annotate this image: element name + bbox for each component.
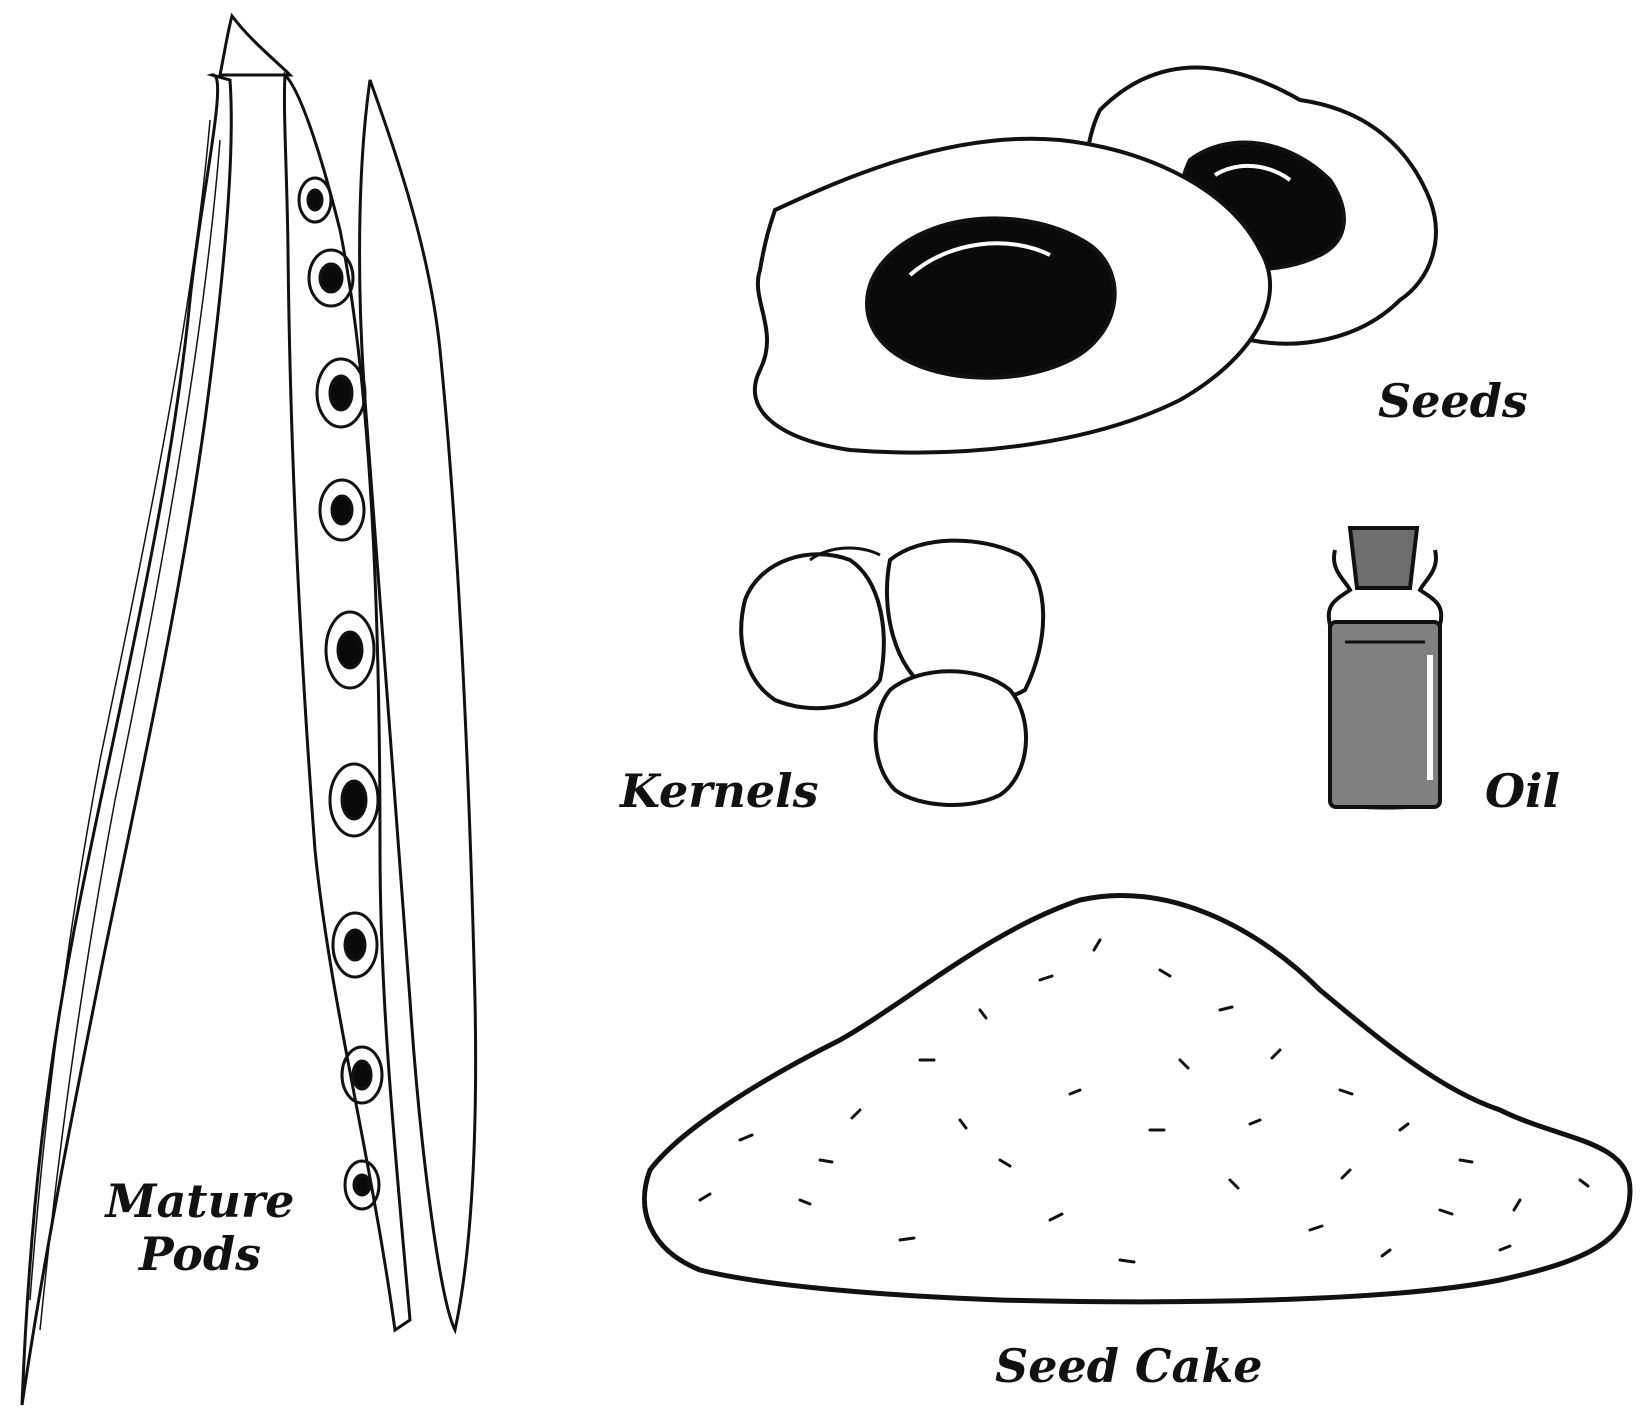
mature-pods-label: Mature Pods [100, 1175, 300, 1281]
kernels-label: Kernels [620, 764, 819, 818]
seeds-illustration [752, 65, 1438, 455]
oil-label: Oil [1485, 764, 1561, 818]
seed-cake-illustration [641, 893, 1633, 1305]
mature-pods-label-line1: Mature [105, 1174, 295, 1228]
seed-cake-label: Seed Cake [995, 1339, 1263, 1393]
pod-seed-cavities [297, 176, 384, 1211]
mature-pods-illustration [20, 12, 478, 1406]
seed-cake-texture [698, 938, 1590, 1264]
mature-pods-label-line2: Pods [138, 1226, 262, 1281]
seeds-label: Seeds [1378, 374, 1528, 428]
kernels-illustration [739, 538, 1046, 808]
oil-bottle-illustration [1326, 526, 1444, 810]
